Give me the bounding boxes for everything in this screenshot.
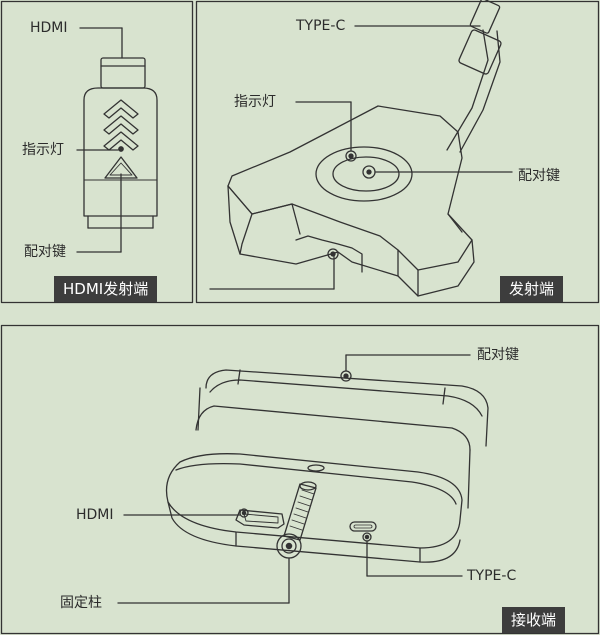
panel-frame-hdmi-transmitter	[0, 0, 194, 304]
receiver-illustration	[165, 369, 489, 563]
label-tx-indicator: 指示灯	[234, 94, 276, 110]
label-rx-pair-key: 配对键	[477, 347, 519, 363]
transmitter-illustration	[227, 0, 502, 297]
label-typec-cable: TYPE-C	[296, 18, 346, 34]
label-rx-typec: TYPE-C	[467, 568, 517, 584]
panel-frame-transmitter	[195, 0, 600, 304]
label-hdmi-indicator: 指示灯	[22, 142, 64, 158]
tag-transmitter: 发射端	[500, 276, 564, 302]
label-tx-pair-key: 配对键	[518, 168, 560, 184]
tag-receiver: 接收端	[502, 607, 566, 633]
panel-frame-receiver	[0, 324, 600, 635]
label-hdmi-pair-key: 配对键	[24, 244, 66, 260]
label-rx-hdmi: HDMI	[76, 507, 114, 523]
tag-hdmi-transmitter: HDMI发射端	[54, 276, 158, 302]
label-hdmi-plug: HDMI	[30, 20, 68, 36]
label-mounting-post: 固定柱	[60, 595, 102, 611]
